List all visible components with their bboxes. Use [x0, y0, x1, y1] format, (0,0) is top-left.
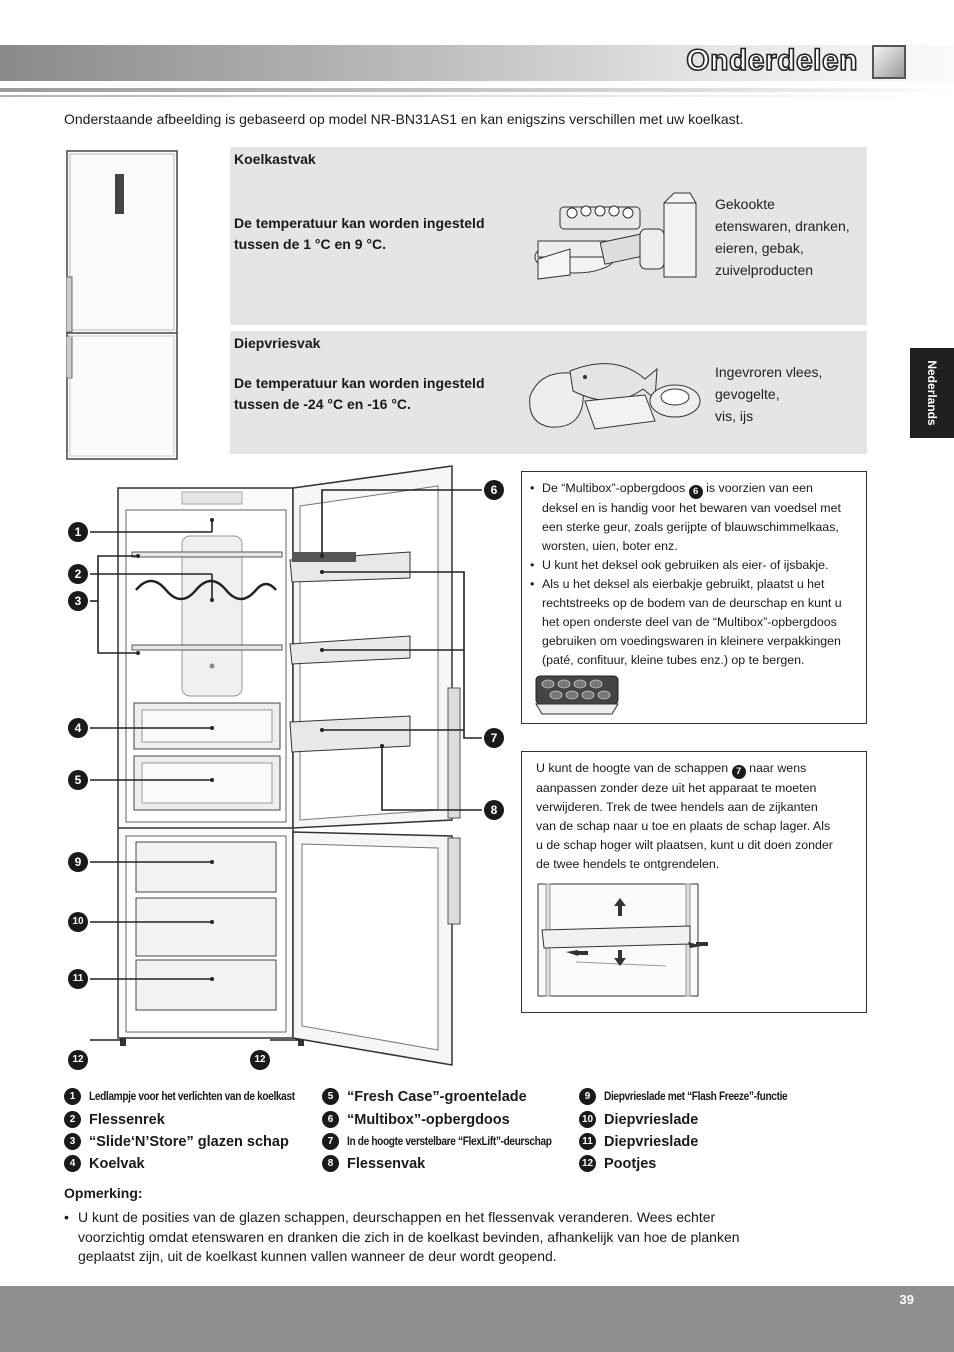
multibox-info-box: De “Multibox”-opbergdoos 6 is voorzien v…: [521, 471, 867, 724]
header-divider-thin: [0, 95, 954, 97]
callout-12-left: 12: [68, 1050, 88, 1070]
callout-11: 11: [68, 969, 88, 989]
footer-bar: [0, 1286, 954, 1352]
fridge-temperature-text: De temperatuur kan worden ingesteld tuss…: [234, 215, 485, 252]
flexlift-text: U kunt de hoogte van de schappen 7 naar …: [536, 761, 833, 871]
number-badge: 7: [731, 765, 746, 779]
callout-6: 6: [484, 480, 504, 500]
fridge-food-illustration: [534, 192, 697, 280]
legend-item-5: 5“Fresh Case”-groentelade: [322, 1088, 527, 1105]
freezer-compartment-panel: Diepvriesvak De temperatuur kan worden i…: [230, 331, 867, 454]
fridge-compartment-panel: Koelkastvak De temperatuur kan worden in…: [230, 147, 867, 325]
callout-3: 3: [68, 591, 88, 611]
language-tab: Nederlands: [910, 348, 954, 438]
fridge-open-illustration: [90, 465, 482, 1066]
freezer-contents-text: Ingevroren vlees, gevogelte, vis, ijs: [715, 364, 823, 424]
page-title: Onderdelen: [685, 43, 858, 78]
multibox-bullet-2: U kunt het deksel ook gebruiken als eier…: [530, 556, 858, 575]
fridge-contents-text: Gekookte etenswaren, dranken, eieren, ge…: [715, 196, 850, 278]
callout-9: 9: [68, 852, 88, 872]
callout-10: 10: [68, 912, 88, 932]
header-square-icon: [872, 45, 906, 79]
intro-text: Onderstaande afbeelding is gebaseerd op …: [64, 111, 744, 127]
header-bar: [0, 45, 954, 81]
flexlift-info-box: U kunt de hoogte van de schappen 7 naar …: [521, 751, 867, 1013]
flexlift-shelf-illustration: [537, 883, 708, 997]
note-text: • U kunt de posities van de glazen schap…: [64, 1209, 740, 1264]
fridge-compartment-title: Koelkastvak: [234, 151, 316, 167]
callout-2: 2: [68, 564, 88, 584]
legend-item-6: 6“Multibox”-opbergdoos: [322, 1111, 510, 1128]
number-badge: 6: [688, 485, 703, 499]
fridge-closed-illustration: [66, 150, 178, 460]
callout-7: 7: [484, 728, 504, 748]
header-divider: [0, 88, 954, 92]
callout-4: 4: [68, 718, 88, 738]
callout-8: 8: [484, 800, 504, 820]
callout-5: 5: [68, 770, 88, 790]
page-number: 39: [899, 1292, 914, 1307]
note-heading: Opmerking:: [64, 1185, 143, 1201]
note-bullet: •: [64, 1209, 69, 1225]
multibox-bullet-3: Als u het deksel als eierbakje gebruikt,…: [530, 575, 858, 670]
freezer-temperature-text: De temperatuur kan worden ingesteld tuss…: [234, 375, 485, 412]
multibox-bullet-1: De “Multibox”-opbergdoos 6 is voorzien v…: [530, 479, 858, 556]
freezer-compartment-title: Diepvriesvak: [234, 335, 321, 351]
freezer-food-illustration: [529, 363, 701, 430]
egg-tray-illustration: [535, 675, 619, 715]
callout-12-right: 12: [250, 1050, 270, 1070]
callout-1: 1: [68, 522, 88, 542]
legend-item-3: 3“Slide‘N’Store” glazen schap: [64, 1133, 289, 1150]
